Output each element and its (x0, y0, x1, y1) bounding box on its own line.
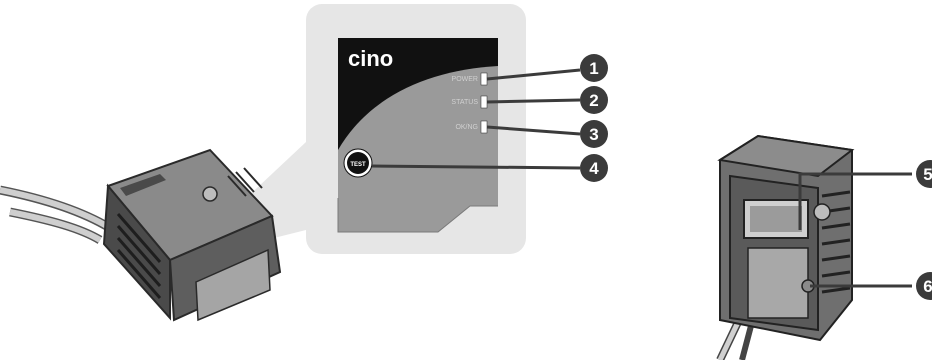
callout-4: 4 (580, 154, 608, 182)
callout-3-label: 3 (589, 125, 598, 144)
callout-6-label: 6 (923, 277, 932, 296)
callout-5: 5 (916, 160, 932, 188)
led-okng: OK/NG (455, 120, 488, 134)
brand-logo: cino (348, 46, 393, 71)
callout-leaders (371, 68, 581, 170)
callout-5-label: 5 (923, 165, 932, 184)
callout-4-label: 4 (589, 159, 599, 178)
led-power-indicator (480, 72, 488, 86)
callout-1-label: 1 (589, 59, 598, 78)
callout-2: 2 (580, 86, 608, 114)
callout-2-label: 2 (589, 91, 598, 110)
callout-1: 1 (580, 54, 608, 82)
led-status-indicator (480, 95, 488, 109)
led-label-okng: OK/NG (455, 124, 478, 131)
callout-6: 6 (916, 272, 932, 300)
test-button: TEST (343, 148, 373, 178)
led-label-power: POWER (452, 76, 478, 83)
test-button-label: TEST (350, 162, 366, 168)
callout-leaders-right (798, 172, 912, 288)
callout-3: 3 (580, 120, 608, 148)
led-label-status: STATUS (451, 99, 478, 106)
scanner-left-illustration (0, 148, 282, 322)
led-okng-indicator (480, 120, 488, 134)
scanner-right-illustration (716, 134, 855, 360)
